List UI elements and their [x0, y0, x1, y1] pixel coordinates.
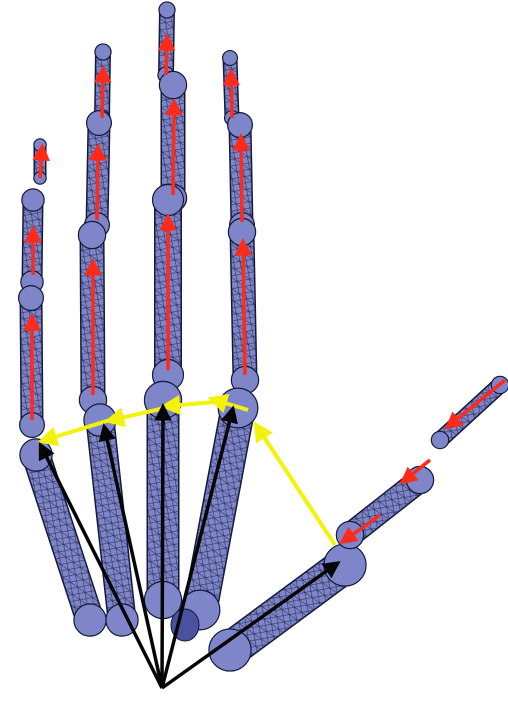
phalanx-axis-arrow — [173, 105, 174, 195]
phalanx-axis-arrow — [40, 150, 42, 178]
phalanx-axis-arrow — [450, 380, 505, 425]
phalanx-axis-arrow — [102, 72, 103, 118]
phalanx-axis-arrow — [166, 40, 167, 75]
metacarpal-vectors — [42, 410, 335, 688]
index-metacarpal — [180, 388, 258, 630]
phalanx-axis-arrow — [97, 150, 98, 220]
phalanx-axis-arrow — [231, 75, 232, 118]
metacarpal-vector-arrow — [162, 410, 163, 688]
phalanx-axis-arrow — [243, 245, 245, 375]
phalanx-axis-arrow — [241, 140, 242, 222]
arch-link-arrow — [258, 428, 335, 545]
thumb-metacarpal — [209, 544, 366, 671]
